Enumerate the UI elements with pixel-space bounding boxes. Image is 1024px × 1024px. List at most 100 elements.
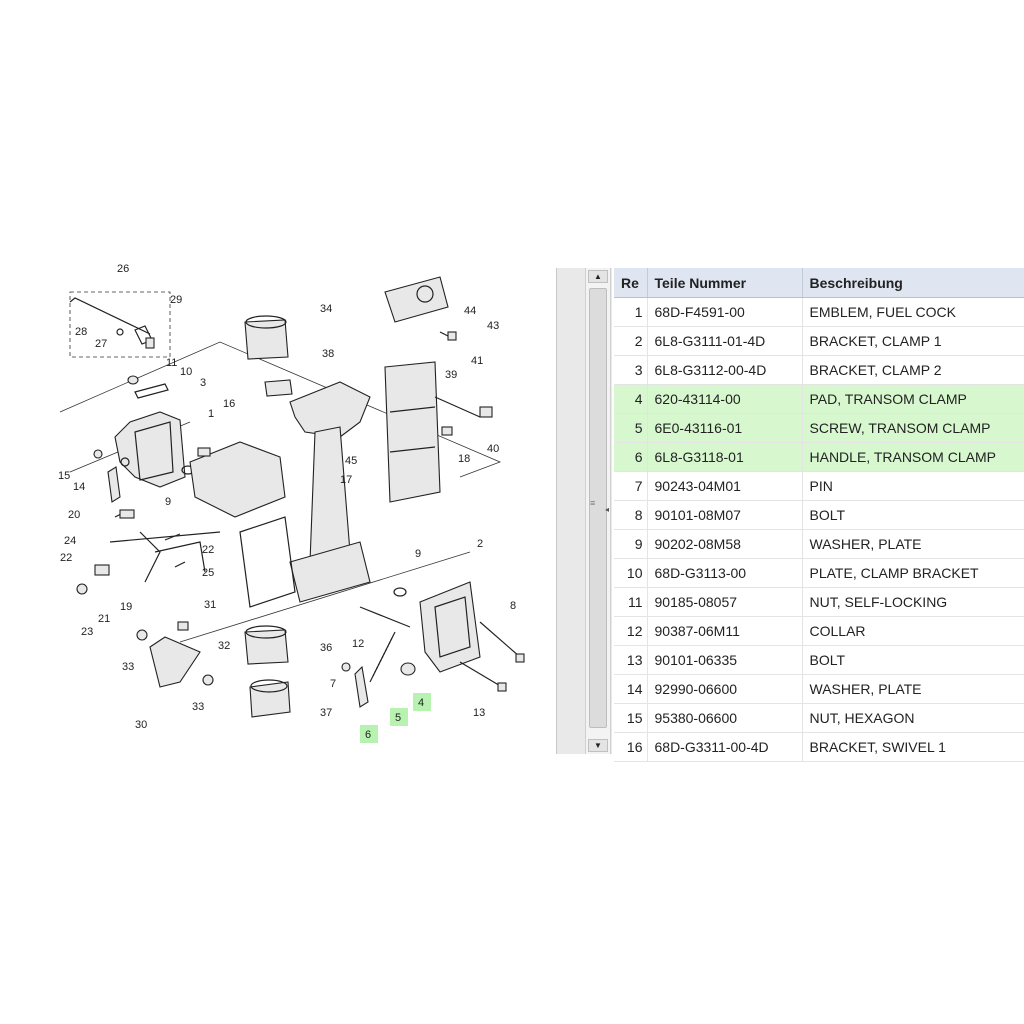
splitter-grip-icon[interactable]: ≡ — [590, 498, 596, 508]
svg-text:6: 6 — [365, 729, 371, 741]
parts-diagram[interactable]: 26 29 28 27 11 10 3 15 14 9 16 1 20 24 2… — [40, 262, 540, 752]
row-part-number-cell: 6L8-G3111-01-4D — [647, 326, 803, 356]
part-8-bolt — [479, 621, 525, 663]
svg-text:38: 38 — [322, 348, 334, 360]
row-part-number-cell: 90202-08M58 — [647, 529, 803, 559]
row-description-cell: WASHER, PLATE — [802, 674, 1024, 704]
part-43-bolt — [439, 331, 457, 341]
svg-text:17: 17 — [340, 474, 352, 486]
svg-text:22: 22 — [60, 552, 72, 564]
row-ref-cell: 12 — [614, 616, 648, 646]
part-29-bolt — [145, 337, 155, 349]
row-ref-cell: 5 — [614, 413, 648, 443]
svg-text:32: 32 — [218, 640, 230, 652]
part-10-plate — [127, 375, 169, 399]
part-2-clamp-bracket — [393, 581, 481, 673]
row-part-number-cell: 92990-06600 — [647, 674, 803, 704]
row-description-cell: NUT, SELF-LOCKING — [802, 587, 1024, 617]
row-ref-cell: 11 — [614, 587, 648, 617]
row-part-number-cell: 90243-04M01 — [647, 471, 803, 501]
row-description-cell: EMBLEM, FUEL COCK — [802, 297, 1024, 327]
scroll-up-button[interactable]: ▲ — [588, 270, 608, 283]
svg-text:28: 28 — [75, 326, 87, 338]
row-ref-cell: 15 — [614, 703, 648, 733]
row-ref-cell: 9 — [614, 529, 648, 559]
part-17-bracket — [384, 361, 441, 503]
svg-text:10: 10 — [180, 366, 192, 378]
svg-text:18: 18 — [458, 453, 470, 465]
row-description-cell: BRACKET, CLAMP 1 — [802, 326, 1024, 356]
svg-text:7: 7 — [330, 678, 336, 690]
row-description-cell: PAD, TRANSOM CLAMP — [802, 384, 1024, 414]
part-13-bolt — [459, 661, 507, 692]
row-description-cell: HANDLE, TRANSOM CLAMP — [802, 442, 1024, 472]
row-ref-cell: 13 — [614, 645, 648, 675]
row-description-cell: BRACKET, CLAMP 2 — [802, 355, 1024, 385]
row-part-number-cell: 6E0-43116-01 — [647, 413, 803, 443]
swivel-housing — [239, 381, 371, 608]
row-part-number-cell: 6L8-G3112-00-4D — [647, 355, 803, 385]
part-4-pad — [400, 662, 416, 676]
scroll-thumb[interactable] — [589, 288, 607, 728]
part-5-screw — [369, 631, 396, 683]
row-ref-cell: 7 — [614, 471, 648, 501]
part-39-bolt — [434, 396, 493, 418]
svg-text:4: 4 — [418, 697, 424, 709]
row-part-number-cell: 95380-06600 — [647, 703, 803, 733]
svg-text:23: 23 — [81, 626, 93, 638]
row-part-number-cell: 620-43114-00 — [647, 384, 803, 414]
row-part-number-cell: 68D-F4591-00 — [647, 297, 803, 327]
row-part-number-cell: 6L8-G3118-01 — [647, 442, 803, 472]
row-description-cell: BRACKET, SWIVEL 1 — [802, 732, 1024, 762]
svg-text:40: 40 — [487, 443, 499, 455]
part-16-swivel-bracket — [189, 441, 286, 518]
row-description-cell: COLLAR — [802, 616, 1024, 646]
svg-text:25: 25 — [202, 567, 214, 579]
part-18-bolt — [441, 426, 453, 436]
svg-text:19: 19 — [120, 601, 132, 613]
scroll-down-button[interactable]: ▼ — [588, 739, 608, 752]
collapse-arrow-icon[interactable]: ◂ — [605, 505, 610, 514]
part-36-bushing — [244, 625, 289, 665]
column-header-part-number[interactable]: Teile Nummer — [647, 268, 803, 298]
row-part-number-cell: 90387-06M11 — [647, 616, 803, 646]
row-part-number-cell: 68D-G3113-00 — [647, 558, 803, 588]
part-19-tilt-rod — [109, 509, 221, 583]
column-header-description[interactable]: Beschreibung — [802, 268, 1024, 298]
row-ref-cell: 6 — [614, 442, 648, 472]
part-34-bushing — [244, 315, 289, 360]
row-ref-cell: 4 — [614, 384, 648, 414]
svg-text:33: 33 — [192, 701, 204, 713]
part-37-liner — [249, 679, 291, 718]
svg-text:9: 9 — [165, 496, 171, 508]
row-ref-cell: 14 — [614, 674, 648, 704]
svg-text:14: 14 — [73, 481, 85, 493]
row-ref-cell: 16 — [614, 732, 648, 762]
svg-text:21: 21 — [98, 613, 110, 625]
part-30-clamp-lever — [136, 621, 214, 688]
column-header-ref[interactable]: Re — [614, 268, 648, 298]
svg-text:2: 2 — [477, 538, 483, 550]
vertical-scrollbar[interactable]: ▲ ▼ — [585, 268, 611, 754]
svg-text:31: 31 — [204, 599, 216, 611]
part-12-collar — [359, 606, 411, 628]
svg-text:30: 30 — [135, 719, 147, 731]
